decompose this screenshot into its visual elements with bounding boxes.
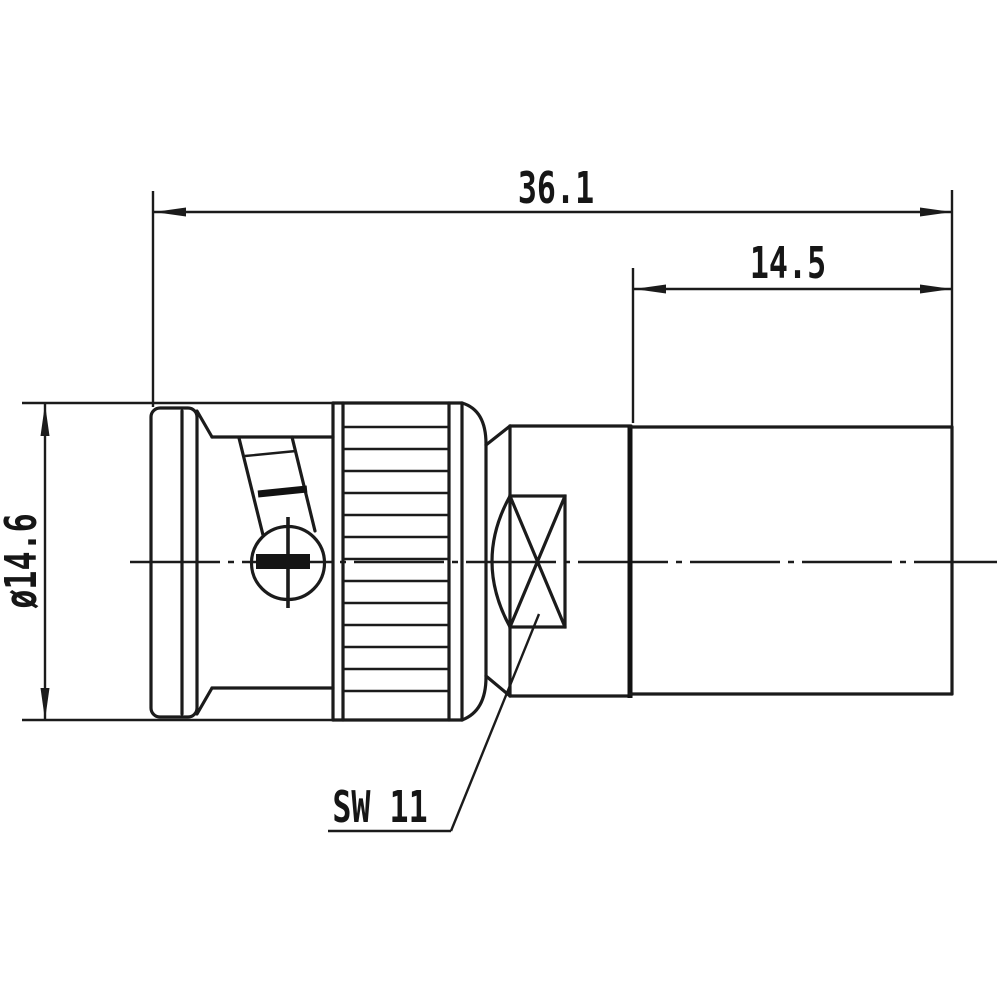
wrench-size-text: SW 11 — [332, 782, 427, 834]
arrowhead-left — [634, 284, 666, 294]
arrowhead-right — [920, 284, 952, 294]
knurled-coupling-nut — [331, 401, 488, 722]
arrowhead-down — [40, 688, 50, 720]
dimension-diameter: ø14.6 — [0, 401, 333, 722]
bayonet-barrel — [210, 435, 335, 690]
rear-cable-barrel — [627, 425, 954, 698]
coupling-ring-front — [149, 406, 214, 719]
arrowhead-right — [920, 207, 952, 217]
dimension-text-rear-length: 14.5 — [750, 238, 826, 290]
bayonet-slot-detail — [237, 435, 327, 608]
wrench-size-callout: SW 11 — [328, 613, 541, 834]
nut-nose-cap — [460, 401, 488, 722]
dimension-text-diameter: ø14.6 — [0, 513, 47, 608]
knurl-ribs — [343, 425, 449, 693]
hex-flat-arc — [490, 494, 512, 629]
arrowhead-up — [40, 404, 50, 436]
callout-leader-line — [449, 613, 541, 832]
dimension-text-overall-length: 36.1 — [518, 163, 594, 215]
arrowhead-left — [154, 207, 186, 217]
hex-crimp-section — [484, 424, 633, 698]
crimp-x-marker — [508, 494, 567, 629]
dimension-overall-length: 36.1 — [151, 163, 954, 427]
pin-slot-bar — [256, 554, 310, 569]
dimension-rear-length: 14.5 — [631, 238, 952, 423]
